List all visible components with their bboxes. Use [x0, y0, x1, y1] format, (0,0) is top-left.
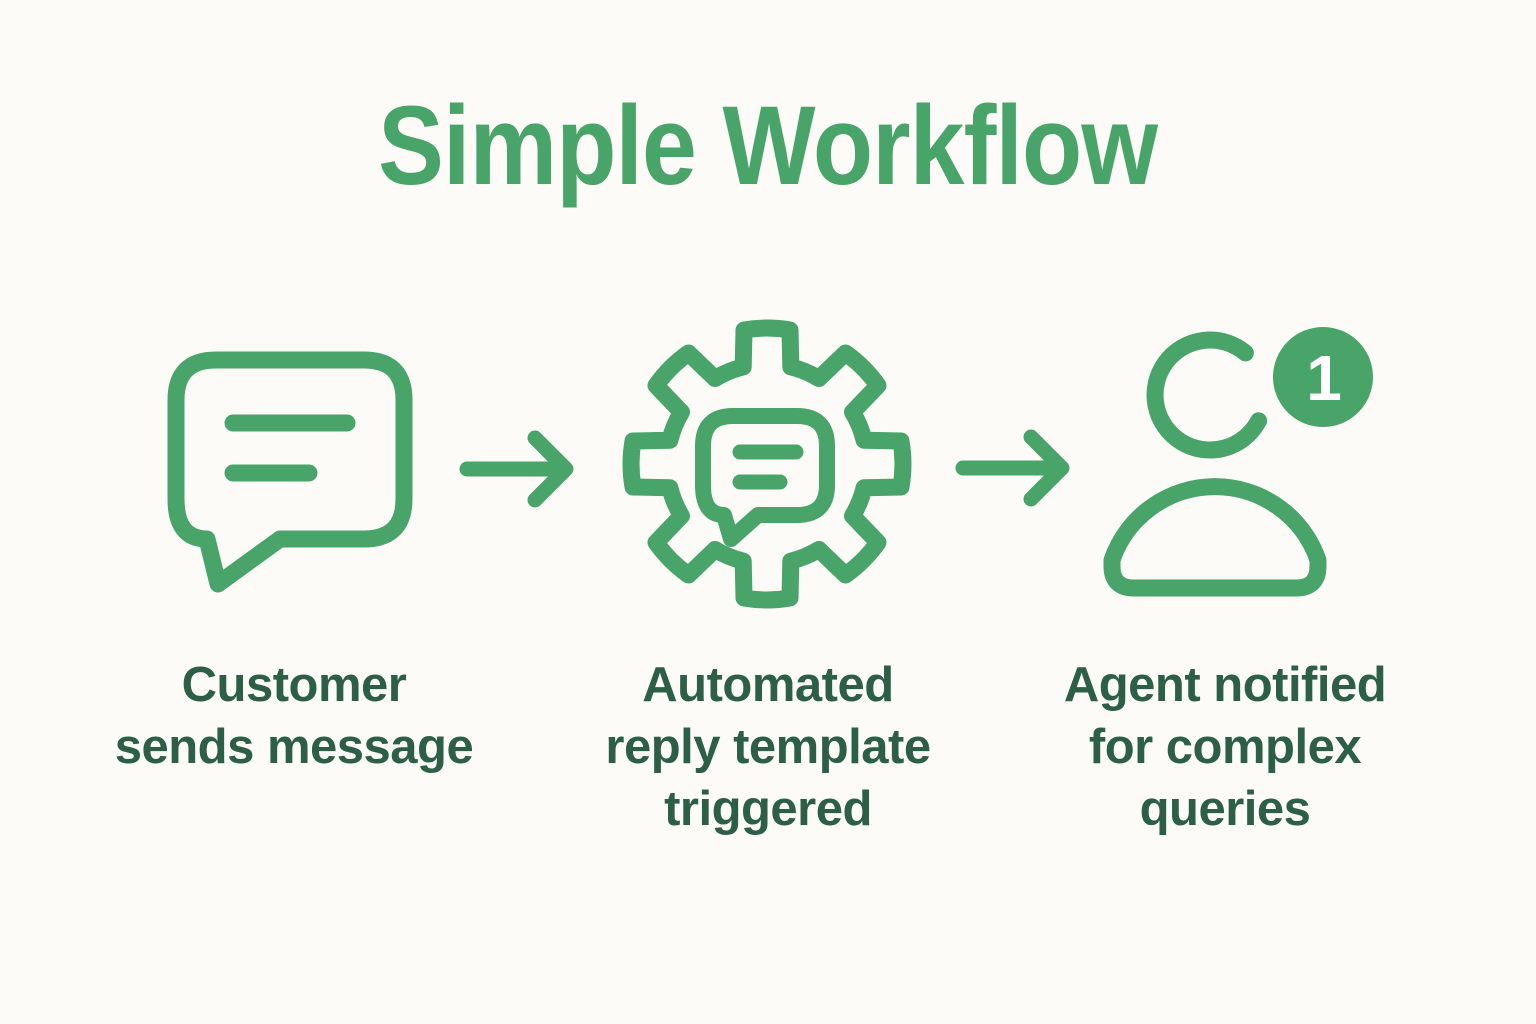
- step-caption-automated-reply: Automated reply template triggered: [548, 654, 988, 840]
- step-caption-customer: Customer sends message: [74, 654, 514, 778]
- person-body: [1103, 478, 1327, 597]
- caption-line: Agent notified: [1063, 658, 1387, 712]
- caption-line: triggered: [664, 782, 872, 836]
- right-arrow-icon: [955, 429, 1070, 507]
- right-arrow-icon: [459, 430, 574, 508]
- page-title-text: Simple Workflow: [378, 83, 1158, 208]
- agent-notification-icon: 1: [1103, 327, 1373, 597]
- caption-line: sends message: [114, 720, 474, 774]
- gear-reply-icon: [622, 319, 912, 609]
- step-caption-agent-notified: Agent notified for complex queries: [1005, 654, 1445, 840]
- notification-badge: [1273, 327, 1373, 427]
- chat-bubble-icon: [167, 351, 413, 593]
- caption-line: reply template: [605, 720, 931, 774]
- caption-line: queries: [1139, 782, 1311, 836]
- page-title: Simple Workflow: [0, 86, 1536, 206]
- caption-line: Customer: [181, 658, 407, 712]
- person-head: [1146, 331, 1268, 459]
- caption-line: Automated: [642, 658, 894, 712]
- caption-line: for complex: [1088, 720, 1362, 774]
- notification-badge-count: 1: [1306, 342, 1342, 414]
